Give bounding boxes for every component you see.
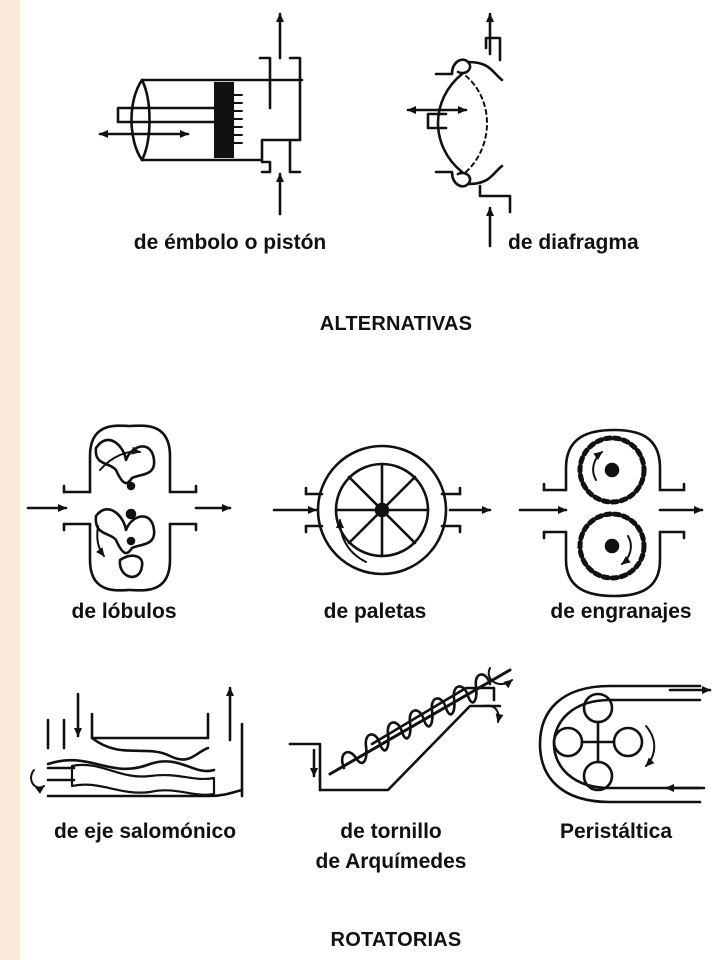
gear-pump-icon <box>518 428 704 598</box>
progressive-cavity-pump-label: de eje salomónico <box>53 820 237 843</box>
progressive-cavity-pump-icon <box>30 686 244 798</box>
peristaltic-pump-icon <box>538 684 712 804</box>
archimedes-screw-label-line2: de Arquímedes <box>315 850 467 873</box>
archimedes-screw-label-line1: de tornillo <box>340 820 442 843</box>
vane-pump-icon <box>272 444 492 576</box>
piston-pump-icon <box>98 12 304 216</box>
alternativas-heading: ALTERNATIVAS <box>319 313 473 335</box>
lobe-pump-icon <box>26 424 232 592</box>
rotatorias-heading: ROTATORIAS <box>330 929 462 951</box>
diaphragm-pump-icon <box>406 12 512 248</box>
diagram-panel <box>20 0 723 960</box>
peristaltic-pump-label: Peristáltica <box>559 820 673 843</box>
gear-pump-label: de engranajes <box>550 600 692 623</box>
archimedes-screw-pump-icon <box>288 667 513 792</box>
diaphragm-pump-label: de diafragma <box>508 231 639 254</box>
piston-pump-label: de émbolo o pistón <box>133 231 327 254</box>
lobe-pump-label: de lóbulos <box>71 600 177 623</box>
vane-pump-label: de paletas <box>323 600 427 623</box>
